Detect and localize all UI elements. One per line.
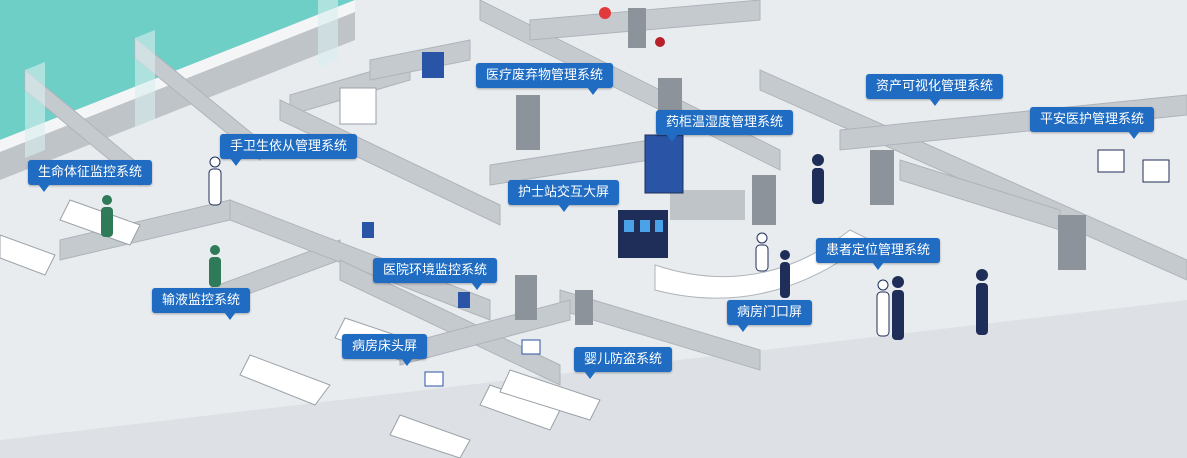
callout-environment: 医院环境监控系统 [373,258,498,290]
callout-asset-visual: 资产可视化管理系统 [866,74,1004,106]
callout-vital-signs: 生命体征监控系统 [28,160,153,192]
devices [339,52,1170,387]
callout-nurse-screen: 护士站交互大屏 [508,180,620,212]
glass-partitions [25,0,338,158]
callout-infant-security: 婴儿防盗系统 [574,347,673,379]
callout-patient-locate: 患者定位管理系统 [816,238,941,270]
drug-cabinet [644,134,684,194]
callout-safety: 平安医护管理系统 [1030,107,1155,139]
walls [24,0,1187,386]
doors [515,8,1086,325]
callout-bedside-screen: 病房床头屏 [342,334,428,366]
staff-white [208,156,890,337]
people [101,37,988,340]
callout-drug-cabinet: 药柜温湿度管理系统 [656,110,794,142]
callout-medical-waste: 医疗废弃物管理系统 [476,63,614,95]
callout-hand-hygiene: 手卫生依从管理系统 [220,134,358,166]
callout-door-screen: 病房门口屏 [727,300,813,332]
floor-edge [0,300,1187,458]
beds [0,199,601,458]
alarm-light [599,7,611,19]
callout-infusion: 输液监控系统 [152,288,251,320]
